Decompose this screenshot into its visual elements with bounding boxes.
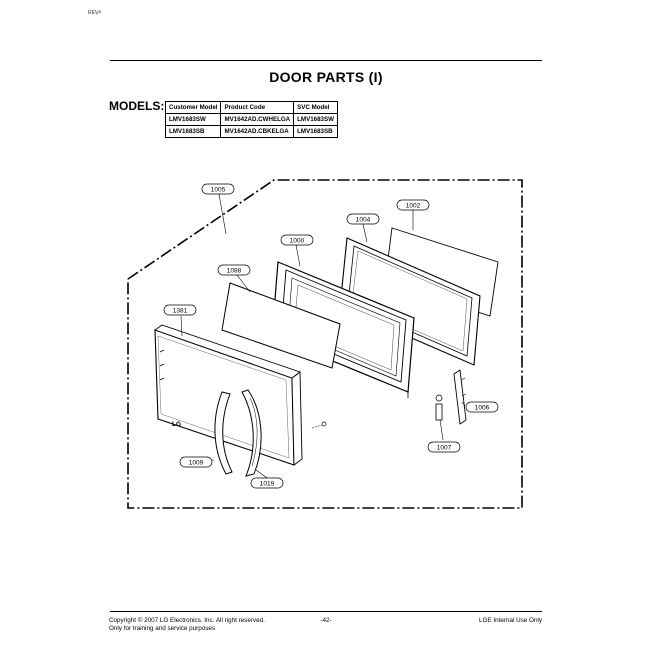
part-1007-latch: [435, 394, 443, 421]
part-1004-frame: [339, 237, 481, 366]
callout-1007: 1007: [427, 441, 461, 453]
callout-1009-label: 1009: [189, 460, 204, 467]
cell-product-code: MV1642AD.CBKELGA: [220, 125, 295, 138]
callout-1088: 1088: [217, 264, 251, 276]
cell-svc-model: LMV1683SB: [293, 125, 338, 138]
models-table-header-row: Customer Model Product Code SVC Model: [164, 101, 338, 114]
callout-1006-label: 1006: [475, 405, 490, 412]
callout-1004-label: 1004: [356, 217, 371, 224]
leader-lines: [180, 193, 466, 479]
part-1009-handle: [214, 391, 233, 475]
callout-1019-label: 1019: [260, 481, 275, 488]
part-1088-sheet: [221, 282, 341, 369]
callout-1007-label: 1007: [437, 445, 452, 452]
callout-1019: 1019: [250, 477, 284, 489]
revision-mark: REV#: [88, 10, 102, 16]
header-customer-model: Customer Model: [164, 101, 222, 114]
callout-1005-label: 1005: [211, 187, 226, 194]
top-rule: [110, 60, 542, 61]
page-title: DOOR PARTS (I): [269, 69, 383, 85]
copyright-line-2: Only for training and service purposes: [109, 625, 216, 632]
callout-1088-label: 1088: [227, 268, 242, 275]
page-number: -42-: [320, 617, 332, 624]
copyright-line-1: Copyright © 2007 LG Electronics. Inc. Al…: [109, 617, 265, 624]
callout-1006: 1006: [465, 401, 499, 413]
callout-1002: 1002: [396, 199, 430, 211]
copyright-notice: Copyright © 2007 LG Electronics. Inc. Al…: [109, 617, 309, 633]
screw-icon: [311, 421, 327, 429]
assembly-boundary: [127, 179, 523, 509]
bottom-rule: [110, 611, 542, 612]
callout-1381-label: 1381: [173, 308, 188, 315]
table-row: LMV1683SB MV1642AD.CBKELGA LMV1683SB: [164, 125, 338, 138]
callout-1000: 1000: [280, 234, 314, 246]
callout-1002-label: 1002: [406, 203, 421, 210]
cell-customer-model: LMV1683SB: [164, 125, 222, 138]
callout-1000-label: 1000: [290, 238, 305, 245]
models-label: MODELS:: [109, 99, 165, 113]
callout-1005: 1005: [201, 183, 235, 195]
callout-1009: 1009: [179, 456, 213, 468]
callout-1004: 1004: [346, 213, 380, 225]
models-table: Customer Model Product Code SVC Model LM…: [164, 101, 338, 138]
internal-use-notice: LGE Internal Use Only: [479, 617, 542, 624]
part-1006-bracket: [453, 369, 467, 425]
callout-1381: 1381: [163, 304, 197, 316]
door-logo: LG: [172, 421, 181, 428]
part-1019-handle: [241, 389, 262, 477]
